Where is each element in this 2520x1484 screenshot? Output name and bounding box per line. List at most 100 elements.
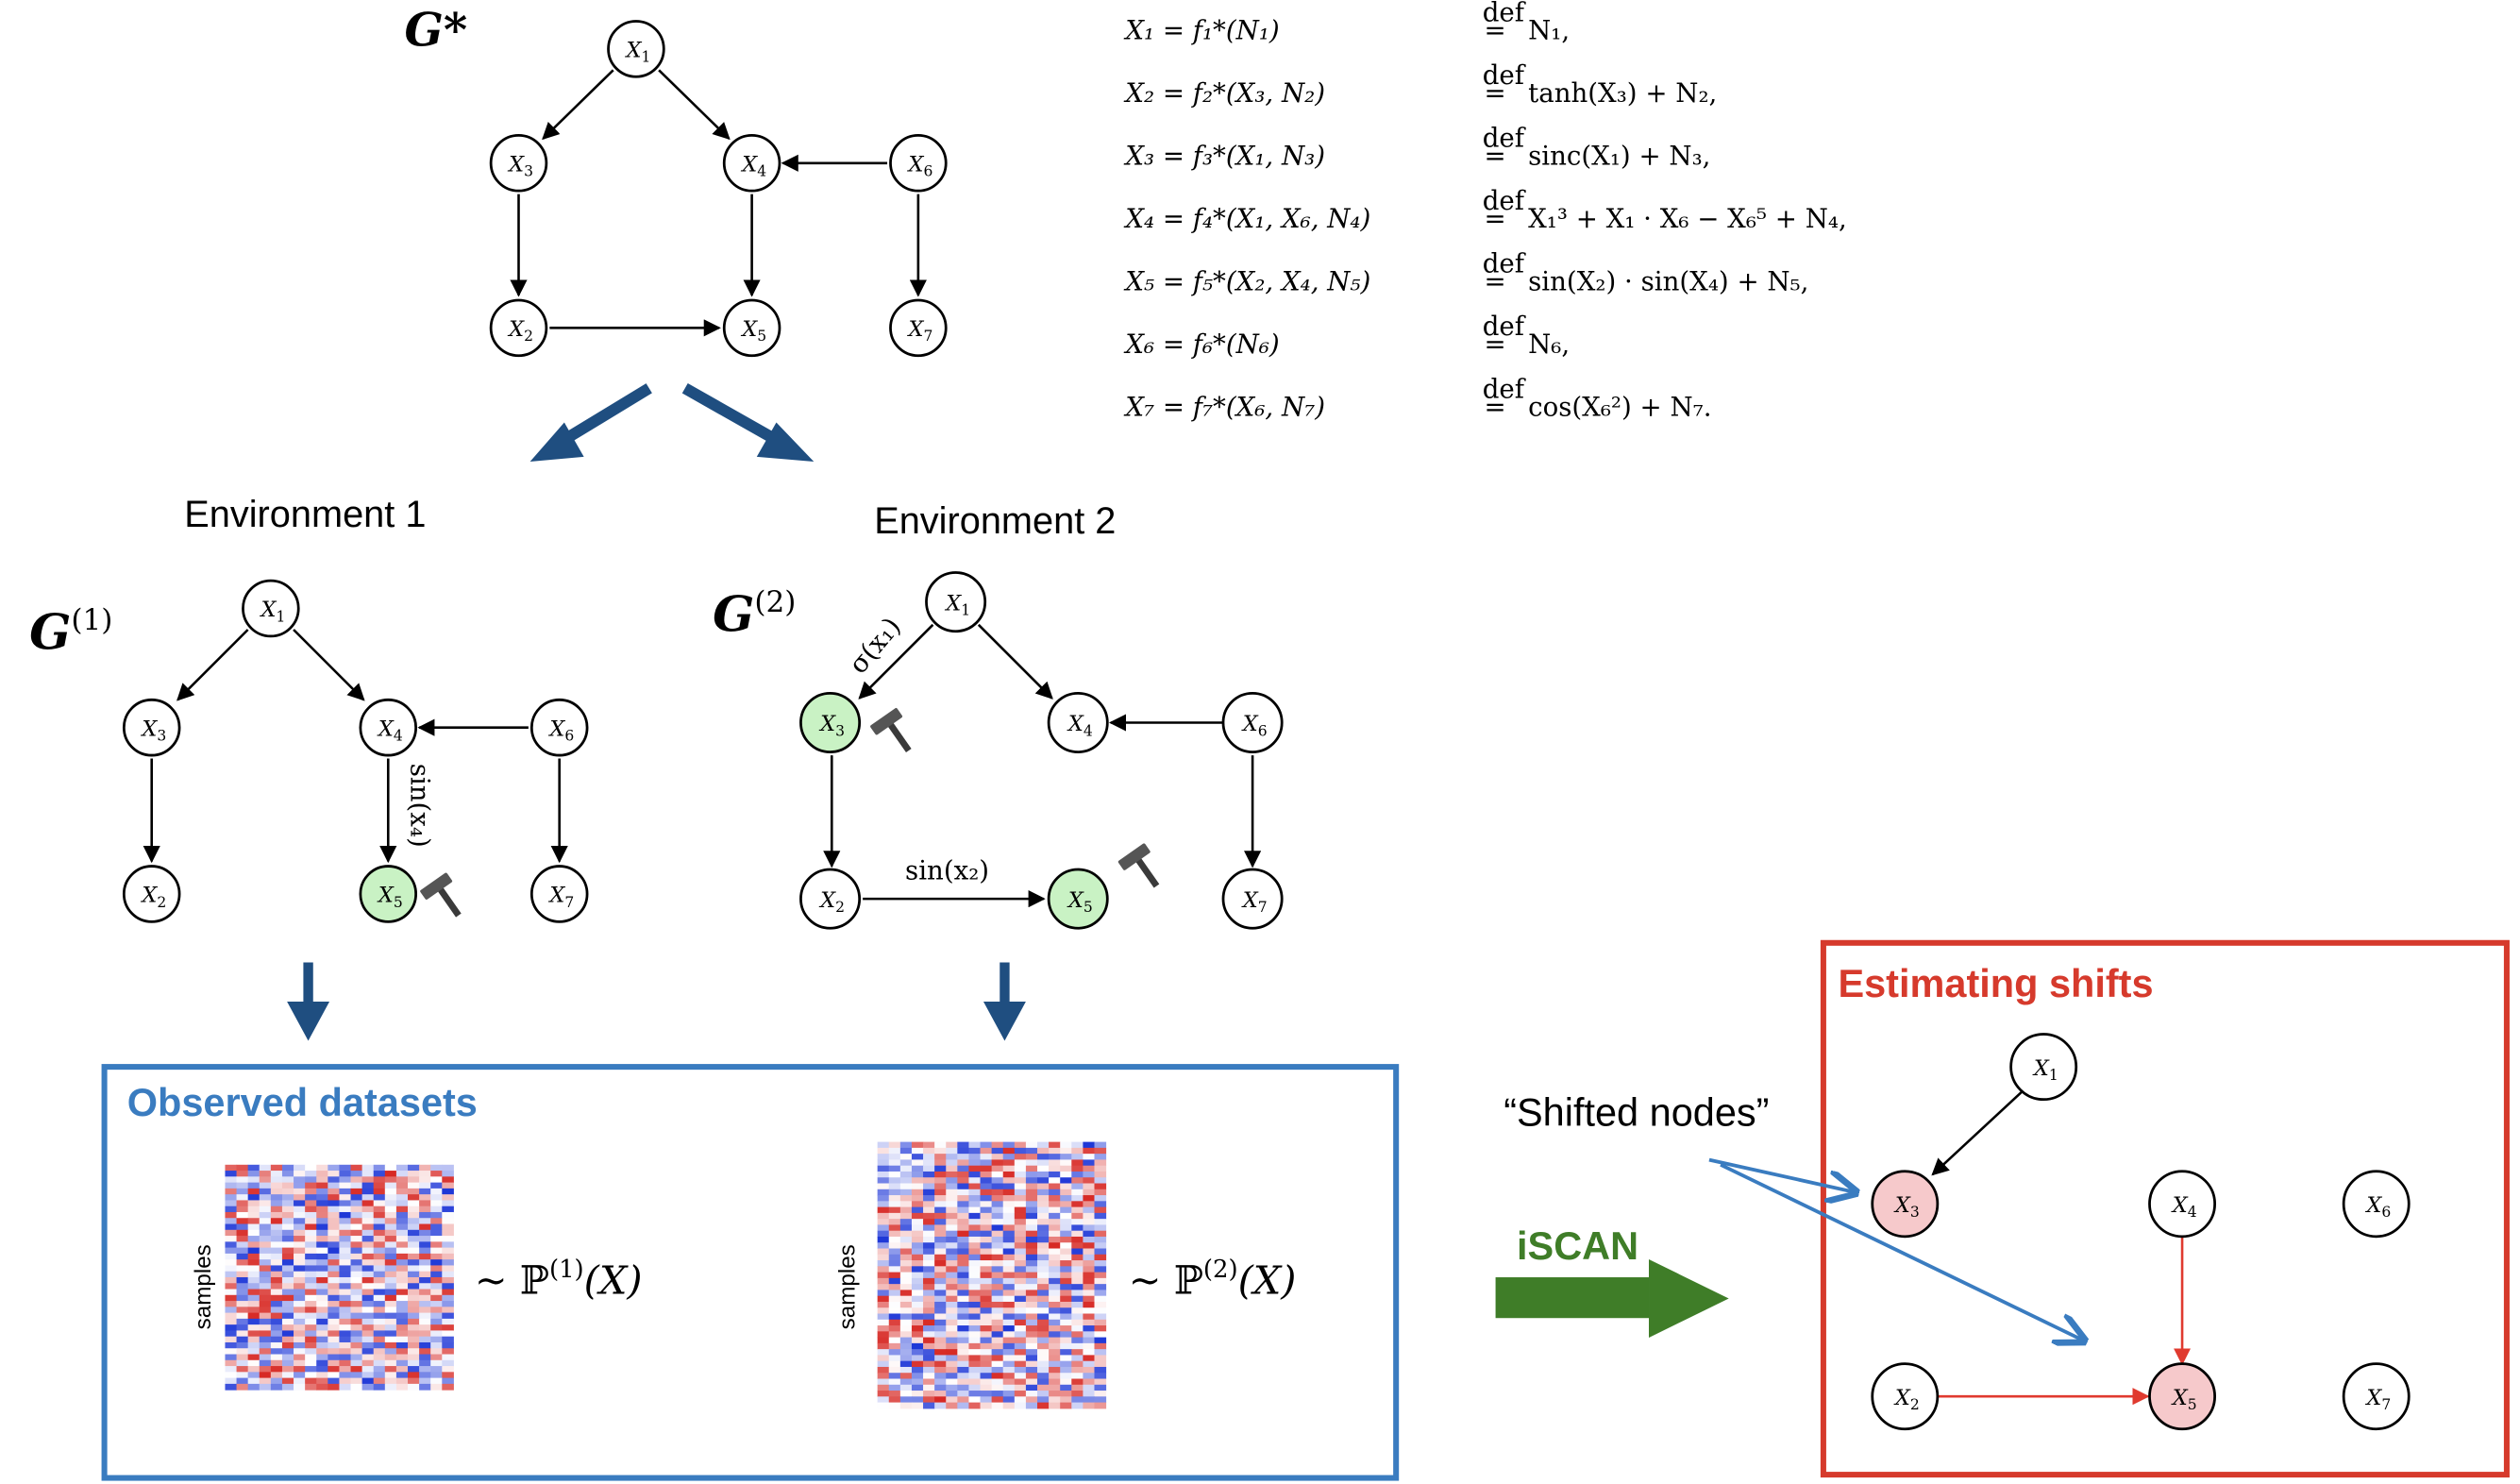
- heatmap-cell: [1002, 1236, 1016, 1243]
- heatmap-cell: [408, 1336, 420, 1343]
- heatmap-cell: [350, 1241, 363, 1249]
- heatmap-cell: [328, 1182, 340, 1189]
- heatmap-cell: [934, 1154, 947, 1160]
- heatmap-cell: [1002, 1201, 1016, 1208]
- heatmap-cell: [316, 1271, 328, 1278]
- heatmap-cell: [270, 1229, 283, 1237]
- heatmap-cell: [1071, 1224, 1084, 1232]
- heatmap-cell: [442, 1253, 454, 1260]
- heatmap-cell: [946, 1360, 958, 1368]
- heatmap-cell: [980, 1384, 993, 1391]
- heatmap-cell: [1071, 1183, 1084, 1190]
- heatmap-cell: [281, 1324, 294, 1331]
- heatmap-cell: [1002, 1248, 1016, 1256]
- heatmap-cell: [1060, 1366, 1072, 1374]
- heatmap-cell: [1094, 1254, 1107, 1261]
- heatmap-cell: [361, 1271, 375, 1278]
- estimating-shifts-box: [1820, 939, 2510, 1478]
- heatmap-cell: [373, 1176, 386, 1184]
- heatmap-cell: [968, 1254, 982, 1261]
- heatmap-cell: [225, 1188, 238, 1195]
- gstar-node-x1-circle: [607, 20, 665, 78]
- heatmap-cell: [911, 1224, 924, 1232]
- env1-edge-label: sin(x₄): [404, 764, 435, 848]
- heatmap-cell: [934, 1295, 947, 1303]
- heatmap-cell: [1037, 1301, 1050, 1308]
- heatmap-cell: [957, 1195, 969, 1202]
- heatmap-cell: [328, 1218, 340, 1225]
- heatmap-cell: [1014, 1337, 1027, 1344]
- heatmap-cell: [946, 1219, 958, 1225]
- heatmap-cell: [946, 1342, 958, 1350]
- heatmap-cell: [270, 1265, 283, 1273]
- heatmap-cell: [1014, 1402, 1027, 1409]
- shift-node-x1: X1: [2009, 1033, 2078, 1102]
- heatmap-cell: [305, 1276, 317, 1284]
- heatmap-cell: [968, 1396, 982, 1404]
- heatmap-cell: [968, 1171, 982, 1178]
- down-arrowhead-env1: [287, 1001, 330, 1041]
- hammer-icon: [420, 872, 462, 918]
- heatmap-cell: [923, 1141, 935, 1149]
- heatmap-cell: [339, 1271, 352, 1278]
- heatmap-cell: [911, 1319, 924, 1326]
- gstar-node-x7-circle: [889, 298, 948, 358]
- heatmap-cell: [259, 1194, 272, 1201]
- heatmap-cell: [1037, 1212, 1050, 1220]
- heatmap-cell: [395, 1176, 409, 1184]
- heatmap-cell: [408, 1330, 420, 1338]
- heatmap-cell: [1049, 1325, 1061, 1332]
- heatmap-cell: [316, 1247, 328, 1255]
- heatmap-cell: [281, 1318, 294, 1325]
- shift-node-x6-label: X6: [2364, 1193, 2391, 1221]
- heatmap-cell: [946, 1154, 958, 1160]
- heatmap-cell: [1083, 1206, 1096, 1214]
- heatmap-cell: [1094, 1355, 1107, 1362]
- heatmap-cell: [294, 1330, 306, 1338]
- heatmap-cell: [1083, 1171, 1096, 1178]
- heatmap-cell: [957, 1212, 969, 1220]
- heatmap-cell: [877, 1183, 890, 1190]
- shift-node-x5-label: X5: [2171, 1386, 2197, 1413]
- heatmap-cell: [946, 1325, 958, 1332]
- heatmap-cell: [1049, 1272, 1061, 1279]
- heatmap-cell: [408, 1307, 420, 1314]
- heatmap-cell: [991, 1242, 1004, 1250]
- heatmap-cell: [1060, 1141, 1072, 1149]
- heatmap-cell: [430, 1223, 443, 1231]
- heatmap-cell: [373, 1341, 386, 1349]
- heatmap-cell: [934, 1254, 947, 1261]
- heatmap-cell: [259, 1324, 272, 1331]
- heatmap-cell: [225, 1265, 238, 1273]
- heatmap-cell: [225, 1241, 238, 1249]
- heatmap-cell: [225, 1312, 238, 1320]
- shift-node-x6: X6: [2342, 1170, 2411, 1239]
- heatmap-cell: [1037, 1195, 1050, 1202]
- heatmap-cell: [946, 1195, 958, 1202]
- heatmap-cell: [259, 1229, 272, 1237]
- heatmap-cell: [980, 1260, 993, 1267]
- heatmap-cell: [1071, 1378, 1084, 1386]
- equation-lhs-6: X₆ = f₆*(N₆): [1123, 329, 1279, 360]
- heatmap-cell: [281, 1366, 294, 1373]
- heatmap-cell: [247, 1330, 260, 1338]
- env2-node-x3-circle: [799, 692, 862, 753]
- heatmap-cell: [991, 1384, 1004, 1391]
- heatmap-cell: [1037, 1165, 1050, 1172]
- heatmap-cell: [1002, 1373, 1016, 1380]
- heatmap-cell: [968, 1337, 982, 1344]
- edge-x1-x3: [542, 69, 614, 141]
- heatmap-cell: [419, 1194, 431, 1201]
- heatmap-cell: [899, 1301, 913, 1308]
- heatmap-cell: [899, 1378, 913, 1386]
- heatmap-cell: [236, 1253, 249, 1260]
- heatmap-cell: [259, 1171, 272, 1177]
- heatmap-cell: [957, 1378, 969, 1386]
- heatmap-cell: [328, 1194, 340, 1201]
- env2-node-x7-label: X7: [1241, 888, 1268, 916]
- heatmap-cell: [877, 1277, 890, 1285]
- heatmap-cell: [408, 1354, 420, 1361]
- heatmap-cell: [911, 1355, 924, 1362]
